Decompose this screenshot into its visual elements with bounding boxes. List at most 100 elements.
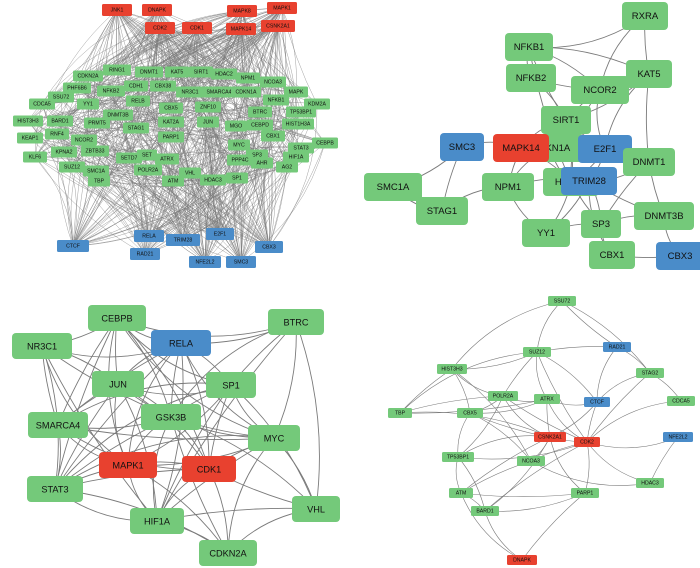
node-smarca4[interactable]: SMARCA4 [203,86,235,98]
node-cbx3[interactable]: CBX3 [255,241,283,253]
node-hif1a[interactable]: HIF1A [283,151,309,163]
node-smc3[interactable]: SMC3 [440,133,484,161]
node-smc1a[interactable]: SMC1A [364,173,422,201]
node-ahr[interactable]: AHR [251,157,273,169]
node-dnmt3b[interactable]: DNMT3B [634,202,694,230]
node-rxra[interactable]: RXRA [622,2,668,30]
node-smc3[interactable]: SMC3 [226,256,256,268]
node-jun[interactable]: JUN [197,116,219,128]
node-hif1a[interactable]: HIF1A [130,508,184,534]
node-sp3[interactable]: SP3 [581,210,621,238]
node-e2f1[interactable]: E2F1 [578,135,632,163]
node-bard1[interactable]: BARD1 [47,115,73,127]
node-jun[interactable]: JUN [92,371,144,397]
node-smarca4[interactable]: SMARCA4 [28,412,88,438]
node-suz12[interactable]: SUZ12 [59,161,85,173]
node-jnk1[interactable]: JNK1 [102,4,132,16]
node-cbx1[interactable]: CBX1 [261,130,285,142]
node-ctcf[interactable]: CTCF [57,240,89,252]
node-stag1[interactable]: STAG1 [416,197,468,225]
node-ncor2[interactable]: NCOR2 [571,76,629,104]
node-mgo[interactable]: MGO [225,120,247,132]
node-ncoa3[interactable]: NCOA3 [260,76,286,88]
node-tbp[interactable]: TBP [388,408,412,418]
node-rela[interactable]: RELA [134,230,164,242]
node-setd7[interactable]: SETD7 [116,152,142,164]
node-rela[interactable]: RELA [151,330,211,356]
node-dnmt1[interactable]: DNMT1 [135,66,163,78]
node-nfkb1[interactable]: NFKB1 [505,33,553,61]
node-stag2[interactable]: STAG2 [636,368,664,378]
node-polr2a[interactable]: POLR2A [134,164,162,176]
node-zbtb33[interactable]: ZBTB33 [81,145,109,157]
node-npm1[interactable]: NPM1 [482,173,534,201]
node-ncoa3[interactable]: NCOA3 [517,456,545,466]
node-cdkn2a[interactable]: CDKN2A [73,70,103,82]
node-sirt1[interactable]: SIRT1 [189,66,213,78]
node-mapk1[interactable]: MAPK1 [267,2,297,14]
node-stat3[interactable]: STAT3 [288,142,314,154]
node-kpna2[interactable]: KPNA2 [51,146,77,158]
node-cdk1[interactable]: CDK1 [182,456,236,482]
node-dnapk[interactable]: DNAPK [142,4,172,16]
node-nfkb2[interactable]: NFKB2 [506,64,556,92]
node-btrc[interactable]: BTRC [268,309,324,335]
node-cebpb[interactable]: CEBPB [312,137,338,149]
node-stag1[interactable]: STAG1 [123,122,149,134]
node-cbx1[interactable]: CBX1 [589,241,635,269]
node-set[interactable]: SET [137,149,157,161]
node-nfkb2[interactable]: NFKB2 [97,85,125,97]
node-sp1[interactable]: SP1 [226,172,248,184]
node-cebpb[interactable]: CEBPB [88,305,146,331]
node-polr2a[interactable]: POLR2A [488,391,518,401]
node-gsk3b[interactable]: GSK3B [141,404,201,430]
node-znf10[interactable]: ZNF10 [195,101,221,113]
node-parp1[interactable]: PARP1 [571,488,599,498]
node-nfe2l2[interactable]: NFE2L2 [663,432,693,442]
node-nfe2l2[interactable]: NFE2L2 [189,256,221,268]
node-hist3h3[interactable]: HIST3H3 [13,115,43,127]
node-cebpd[interactable]: CEBPD [247,119,273,131]
node-mapk[interactable]: MAPK [284,86,308,98]
node-kat5[interactable]: KAT5 [165,66,189,78]
node-btrc[interactable]: BTRC [248,106,272,118]
node-stat3[interactable]: STAT3 [27,476,83,502]
node-sp1[interactable]: SP1 [206,372,256,398]
node-cdk2[interactable]: CDK2 [574,437,600,447]
node-ncor2[interactable]: NCOR2 [71,134,97,146]
node-cbx3[interactable]: CBX3 [656,242,700,270]
node-dnapk[interactable]: DNAPK [507,555,537,565]
node-csnk2a1[interactable]: CSNK2A1 [534,432,566,442]
node-cdkn1a[interactable]: CDKN1A [231,86,261,98]
node-cdkn2a[interactable]: CDKN2A [199,540,257,566]
node-atm[interactable]: ATM [162,175,184,187]
node-parp1[interactable]: PARP1 [158,131,184,143]
node-cbx5[interactable]: CBX5 [457,408,483,418]
node-rad21[interactable]: RAD21 [130,248,160,260]
node-cbx38[interactable]: CBX38 [150,80,176,92]
node-rnf4[interactable]: RNF4 [45,128,69,140]
node-ring1[interactable]: RING1 [103,64,131,76]
node-nfkb1[interactable]: NFKB1 [263,94,289,106]
node-kat5[interactable]: KAT5 [626,60,672,88]
node-phf6b6[interactable]: PHF6B6 [63,82,91,94]
node-myc[interactable]: MYC [228,139,250,151]
node-klf6[interactable]: KLF6 [23,151,47,163]
node-csnk2a1[interactable]: CSNK2A1 [261,20,295,32]
node-cdh1[interactable]: CDH1 [124,80,148,92]
node-cdca5[interactable]: CDCA5 [29,98,55,110]
node-hdac3[interactable]: HDAC3 [636,478,664,488]
node-tp53bp1[interactable]: TP53BP1 [286,106,316,118]
node-mapk14[interactable]: MAPK14 [493,134,549,162]
node-smc1a[interactable]: SMC1A [83,165,109,177]
node-suz12[interactable]: SUZ12 [523,347,551,357]
node-mapk14[interactable]: MAPK14 [226,23,256,35]
node-keap1[interactable]: KEAP1 [17,132,43,144]
node-hist3h3[interactable]: HIST3H3 [437,364,467,374]
node-mapk1[interactable]: MAPK1 [99,452,157,478]
node-cbx5[interactable]: CBX5 [159,102,183,114]
node-trim28[interactable]: TRIM28 [166,234,200,246]
node-relb[interactable]: RELB [126,95,150,107]
node-hist1h3a[interactable]: HIST1H3A [282,118,314,130]
node-ssu72[interactable]: SSU72 [548,296,576,306]
